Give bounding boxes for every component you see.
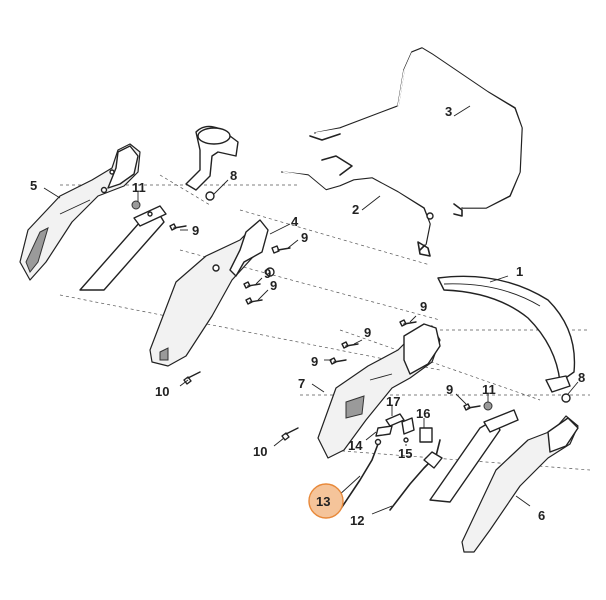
callout-6: 6 xyxy=(538,508,545,523)
callout-9-h: 9 xyxy=(446,382,453,397)
part-1-lower-handle-bar xyxy=(437,275,576,393)
callout-9-d: 9 xyxy=(270,278,277,293)
callout-13: 13 xyxy=(316,494,330,509)
callout-3: 3 xyxy=(445,104,452,119)
callout-12: 12 xyxy=(350,513,364,528)
hardware xyxy=(131,200,571,443)
callout-9-e: 9 xyxy=(420,299,427,314)
left-rail xyxy=(79,205,167,291)
callout-1: 1 xyxy=(516,264,523,279)
callout-9-g: 9 xyxy=(311,354,318,369)
callout-10-left: 10 xyxy=(155,384,169,399)
callout-8-right: 8 xyxy=(578,370,585,385)
callout-11-right: 11 xyxy=(482,382,496,397)
part-3-upper-handle-bar xyxy=(309,47,523,217)
callout-8-top: 8 xyxy=(230,168,237,183)
part-2-bail-bar xyxy=(281,155,434,257)
callout-9-b: 9 xyxy=(301,230,308,245)
part-upper-bracket xyxy=(185,125,239,201)
callout-11-left: 11 xyxy=(132,180,146,195)
callout-5: 5 xyxy=(30,178,37,193)
part-7-lower-shell xyxy=(317,323,441,459)
callout-labels: 3 2 1 5 11 8 9 4 9 9 9 10 7 9 9 9 9 11 8… xyxy=(30,104,585,528)
part-6-right-shell xyxy=(429,409,579,553)
callout-4: 4 xyxy=(291,214,299,229)
callout-10-right: 10 xyxy=(253,444,267,459)
part-4-center-shell xyxy=(149,219,275,367)
callout-2: 2 xyxy=(352,202,359,217)
part-13-rod xyxy=(339,438,382,511)
highlight-badge xyxy=(308,483,344,519)
callout-9-f: 9 xyxy=(364,325,371,340)
callout-7: 7 xyxy=(298,376,305,391)
callout-14: 14 xyxy=(348,438,363,453)
callout-15: 15 xyxy=(398,446,412,461)
callout-9-c: 9 xyxy=(264,266,271,281)
part-5-left-shell xyxy=(19,143,141,281)
callout-17: 17 xyxy=(386,394,400,409)
callout-16: 16 xyxy=(416,406,430,421)
callout-9-a: 9 xyxy=(192,223,199,238)
part-12-cable xyxy=(389,439,443,511)
leader-lines xyxy=(43,105,579,515)
